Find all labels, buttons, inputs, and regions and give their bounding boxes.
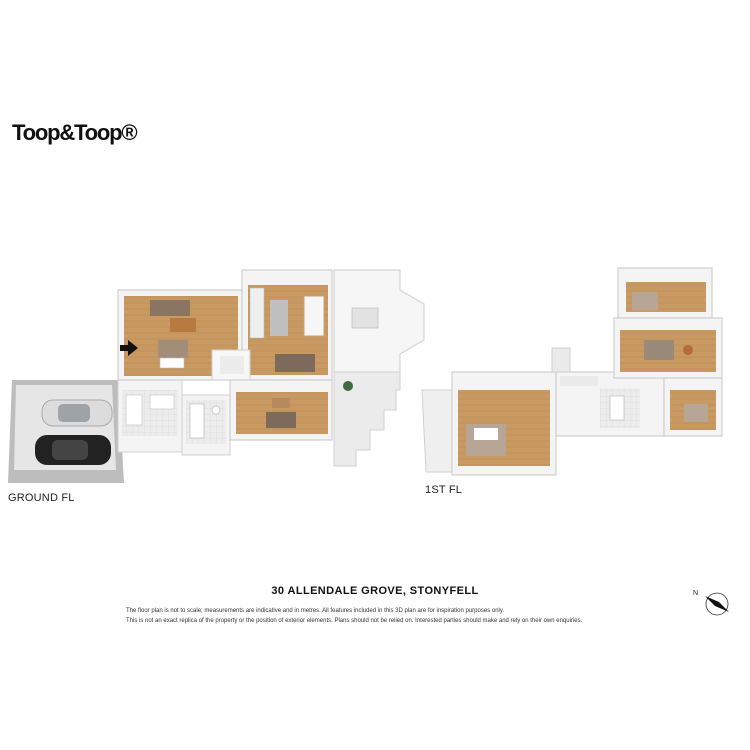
- ground-floor-label: GROUND FL: [8, 492, 75, 504]
- property-address: 30 ALLENDALE GROVE, STONYFELL: [271, 585, 479, 597]
- disclaimer-line-1: The floor plan is not to scale; measurem…: [126, 608, 505, 614]
- master-bedroom: [451, 371, 557, 476]
- first-floor-bathroom: [555, 371, 665, 437]
- brand-logo-text: Toop&Toop®: [12, 120, 138, 145]
- family-room: [229, 379, 333, 441]
- compass-north-label: N: [693, 590, 699, 597]
- balcony: [421, 389, 453, 473]
- outdoor-deck: [333, 269, 425, 467]
- bathroom: [181, 394, 231, 456]
- bedroom-2: [617, 267, 713, 319]
- entry-arrow-icon: [128, 340, 138, 356]
- car-light: [41, 399, 113, 427]
- garage: [8, 380, 124, 483]
- bedroom-3: [613, 317, 723, 379]
- laundry-area: [117, 379, 183, 453]
- bedroom-4: [663, 377, 723, 437]
- ground-floor-plan: [8, 269, 425, 483]
- hallway: [211, 349, 251, 381]
- kitchen: [241, 269, 333, 381]
- compass-icon: [705, 592, 729, 616]
- disclaimer-line-2: This is not an exact replica of the prop…: [126, 618, 583, 624]
- first-floor-plan: [421, 267, 723, 476]
- brand-logo: Toop&Toop®: [12, 120, 138, 146]
- first-floor-label: 1ST FL: [425, 484, 463, 496]
- car-dark: [35, 435, 111, 465]
